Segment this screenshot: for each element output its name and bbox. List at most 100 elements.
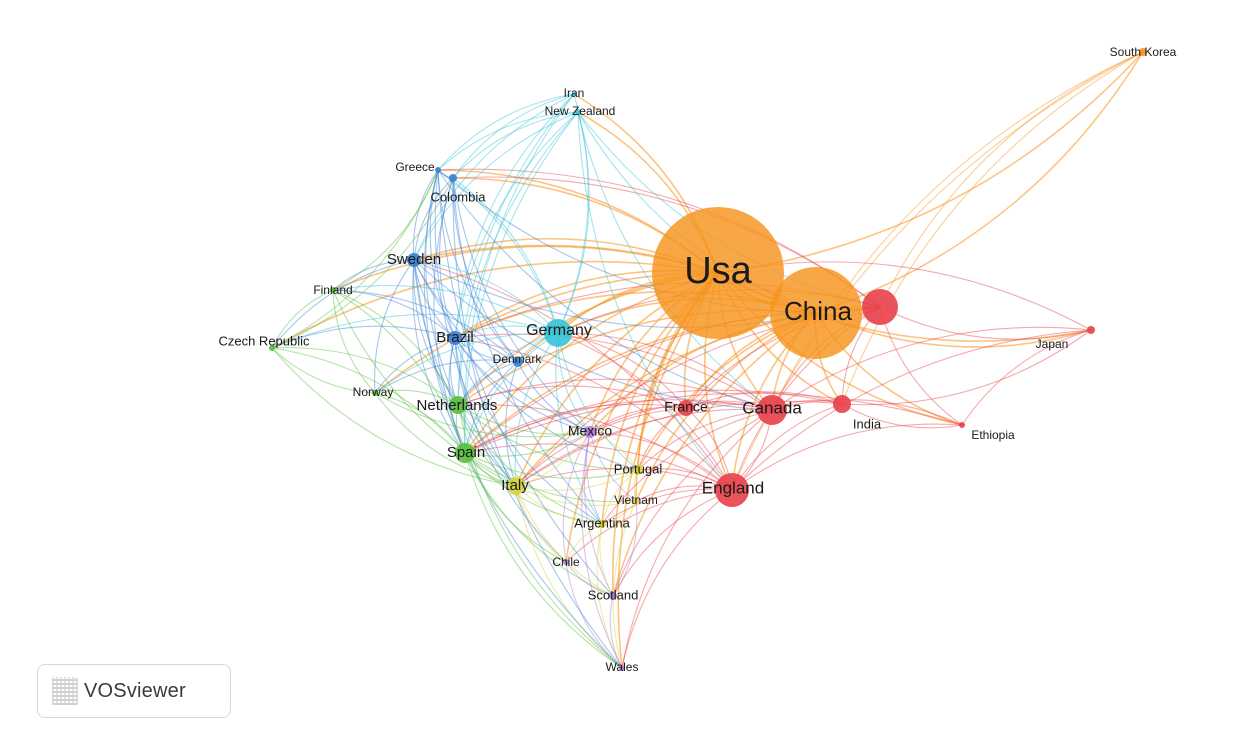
link-england-brazil: [454, 337, 733, 491]
node-label-wales[interactable]: Wales: [606, 660, 639, 674]
node-canada[interactable]: [757, 395, 787, 425]
link-ethiopia-england: [731, 423, 963, 491]
node-usa[interactable]: [652, 207, 784, 339]
node-denmark[interactable]: [513, 357, 523, 367]
node-argentina[interactable]: [598, 520, 606, 528]
node-label-denmark[interactable]: Denmark: [493, 352, 543, 366]
node-label-norway[interactable]: Norway: [353, 385, 394, 399]
node-chile[interactable]: [563, 559, 569, 565]
node-norway[interactable]: [372, 390, 378, 396]
link-iran-greece: [437, 93, 575, 171]
node-sweden[interactable]: [407, 253, 421, 267]
nodes-layer: [269, 48, 1147, 671]
link-brazil-norway: [374, 337, 456, 394]
link-japan-ethiopia: [961, 329, 1092, 426]
node-label-italy[interactable]: Italy: [501, 477, 529, 494]
node-colombia[interactable]: [449, 174, 457, 182]
link-france-portugal: [637, 407, 687, 471]
link-germany-colombia: [452, 177, 559, 334]
link-colombia-denmark: [452, 177, 519, 363]
link-spain-czech_republic: [271, 347, 466, 454]
node-label-ethiopia[interactable]: Ethiopia: [971, 428, 1015, 442]
node-ethiopia[interactable]: [959, 422, 965, 428]
node-label-argentina[interactable]: Argentina: [574, 515, 630, 530]
node-label-canada[interactable]: Canada: [742, 398, 802, 417]
link-norway-italy: [374, 392, 517, 487]
link-spain-portugal: [464, 452, 639, 479]
link-greece-brazil: [429, 169, 456, 339]
node-china[interactable]: [770, 267, 862, 359]
node-label-czech-republic[interactable]: Czech Republic: [218, 333, 310, 348]
node-label-netherlands[interactable]: Netherlands: [417, 397, 498, 414]
link-brazil-chile: [454, 337, 567, 563]
node-brazil[interactable]: [448, 331, 462, 345]
link-sweden-norway: [374, 259, 415, 394]
node-finland[interactable]: [330, 287, 336, 293]
node-mexico[interactable]: [584, 426, 596, 438]
node-india[interactable]: [833, 395, 851, 413]
link-czech_republic-colombia: [271, 177, 454, 349]
node-scotland[interactable]: [609, 592, 617, 600]
link-germany-iran: [557, 93, 589, 334]
node-label-brazil[interactable]: Brazil: [436, 329, 474, 346]
node-label-portugal[interactable]: Portugal: [614, 461, 663, 476]
node-label-iran[interactable]: Iran: [564, 86, 585, 100]
node-czech-republic[interactable]: [269, 345, 275, 351]
link-denmark-mexico: [517, 361, 591, 433]
node-label-sweden[interactable]: Sweden: [387, 251, 441, 268]
link-brazil-argentina: [454, 337, 603, 525]
node-label-south-korea[interactable]: South Korea: [1110, 45, 1177, 59]
link-india-france: [685, 391, 843, 409]
node-label-greece[interactable]: Greece: [395, 160, 435, 174]
link-canada-germany: [557, 332, 773, 411]
node-label-new-zealand[interactable]: New Zealand: [545, 104, 616, 118]
node-label-france[interactable]: France: [664, 399, 708, 415]
node-japan[interactable]: [1087, 326, 1095, 334]
node-label-china[interactable]: China: [784, 296, 852, 326]
vosviewer-logo-icon: [52, 677, 78, 705]
node-label-germany[interactable]: Germany: [526, 322, 592, 339]
node-england[interactable]: [715, 473, 749, 507]
node-germany[interactable]: [544, 319, 572, 347]
link-colombia-mexico: [452, 177, 591, 433]
link-mexico-wales: [581, 431, 623, 669]
node-label-england[interactable]: England: [702, 478, 764, 497]
node-red-hub[interactable]: [862, 289, 898, 325]
node-label-mexico[interactable]: Mexico: [568, 423, 613, 439]
node-label-japan[interactable]: Japan: [1036, 337, 1069, 351]
link-japan-canada: [771, 326, 1092, 411]
link-sweden-wales: [413, 259, 623, 669]
node-label-chile[interactable]: Chile: [552, 555, 580, 569]
link-spain-argentina: [464, 452, 603, 525]
node-spain[interactable]: [455, 443, 475, 463]
node-vietnam[interactable]: [633, 498, 639, 504]
node-netherlands[interactable]: [449, 396, 467, 414]
link-england-sweden: [413, 259, 733, 491]
node-portugal[interactable]: [633, 465, 643, 475]
node-france[interactable]: [678, 400, 694, 416]
node-italy[interactable]: [507, 477, 525, 495]
link-vietnam-wales: [612, 500, 637, 669]
link-canada-wales: [621, 409, 773, 669]
node-label-finland[interactable]: Finland: [313, 283, 352, 297]
link-sweden-netherlands: [413, 259, 459, 406]
node-greece[interactable]: [435, 167, 441, 173]
link-italy-chile: [515, 485, 567, 563]
node-label-spain[interactable]: Spain: [447, 444, 485, 461]
node-label-vietnam[interactable]: Vietnam: [614, 493, 658, 507]
node-label-india[interactable]: India: [853, 416, 882, 431]
node-iran[interactable]: [572, 92, 576, 96]
node-wales[interactable]: [619, 665, 625, 671]
link-new_zealand-colombia: [452, 111, 579, 179]
node-label-usa[interactable]: Usa: [684, 250, 752, 292]
link-finland-czech_republic: [271, 289, 334, 349]
node-label-scotland[interactable]: Scotland: [588, 587, 639, 602]
link-ethiopia-canada: [771, 399, 963, 426]
link-italy-portugal: [515, 469, 639, 491]
node-new-zealand[interactable]: [575, 109, 581, 115]
node-south-korea[interactable]: [1139, 48, 1147, 56]
link-netherlands-czech_republic: [271, 347, 459, 406]
link-sweden-finland: [332, 259, 415, 291]
link-england-mexico: [589, 431, 733, 491]
node-label-colombia[interactable]: Colombia: [431, 189, 487, 204]
